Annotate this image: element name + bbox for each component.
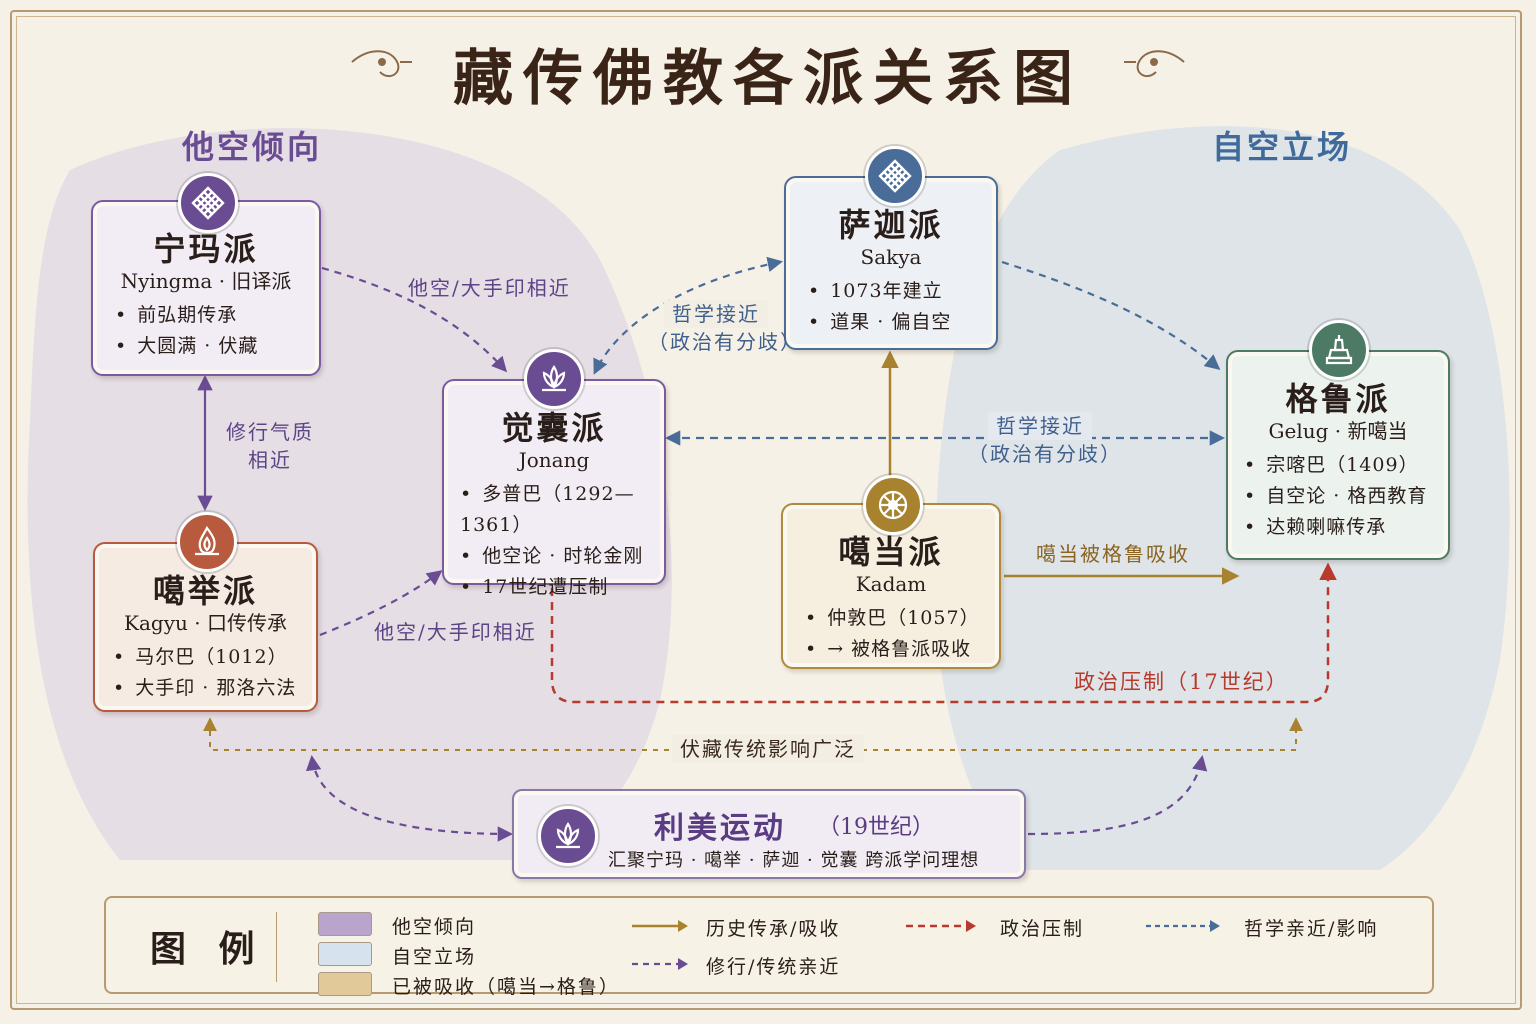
node-kagyu[interactable]: 噶举派 Kagyu · 口传传承 马尔巴（1012） 大手印 · 那洛六法 <box>93 542 318 712</box>
legend-swatch-absorbed <box>318 972 372 996</box>
label-sakya-jonang-note: （政治有分歧） <box>648 330 802 354</box>
gelug-bullet: 宗喀巴（1409） <box>1244 450 1448 481</box>
gelug-en: Gelug · 新噶当 <box>1268 419 1408 443</box>
node-gelug[interactable]: 格鲁派 Gelug · 新噶当 宗喀巴（1409） 自空论 · 格西教育 达赖喇… <box>1226 350 1450 560</box>
kadam-en: Kadam <box>855 572 927 596</box>
title-ornament-right <box>1124 50 1185 78</box>
kagyu-bullet: 大手印 · 那洛六法 <box>113 673 316 704</box>
dharma-wheel-icon <box>863 475 923 535</box>
flame-icon <box>177 512 237 572</box>
edge-rime-left <box>305 754 514 842</box>
kadam-name: 噶当派 <box>838 533 944 571</box>
legend-label-zhentong: 他空倾向 <box>392 916 477 938</box>
stupa-icon <box>1309 320 1369 380</box>
legend-swatch-zhentong <box>318 912 372 936</box>
title-ornament-left <box>351 50 412 78</box>
kagyu-en: Kagyu · 口传传承 <box>124 611 287 635</box>
lotus-icon <box>538 806 598 866</box>
legend-label-practice: 修行/传统亲近 <box>706 956 841 978</box>
node-jonang[interactable]: 觉囊派 Jonang 多普巴（1292—1361） 他空论 · 时轮金刚 17世… <box>442 379 666 598</box>
legend-label-philosophy: 哲学亲近/影响 <box>1244 918 1379 940</box>
legend-label-absorbed: 已被吸收（噶当→格鲁） <box>392 976 620 998</box>
label-gelug-jonang: 哲学接近 <box>988 412 1092 440</box>
sakya-name: 萨迦派 <box>838 206 944 244</box>
sakya-bullet: 道果 · 偏自空 <box>808 307 996 338</box>
label-gelug-jonang-note: （政治有分歧） <box>968 442 1122 466</box>
edge-sakya-jonang <box>593 256 784 375</box>
kagyu-bullet: 马尔巴（1012） <box>113 642 316 673</box>
rime-period: （19世纪） <box>818 815 934 840</box>
rime-title: 利美运动 <box>654 811 786 846</box>
label-suppression: 政治压制（17世纪） <box>1074 670 1289 694</box>
jonang-bullet: 17世纪遭压制 <box>460 572 664 603</box>
node-kadam[interactable]: 噶当派 Kadam 仲敦巴（1057） → 被格鲁派吸收 <box>781 503 1001 669</box>
nyingma-en: Nyingma · 旧译派 <box>120 269 292 293</box>
endless-knot-icon <box>865 146 925 206</box>
legend-line-historical <box>632 920 688 932</box>
jonang-bullet: 多普巴（1292—1361） <box>460 479 664 541</box>
node-rime-movement[interactable]: 利美运动 （19世纪） 汇聚宁玛 · 噶举 · 萨迦 · 觉囊 跨派学问理想 <box>512 789 1026 879</box>
legend-divider <box>276 912 277 982</box>
lotus-icon <box>524 349 584 409</box>
region-label-zhentong: 他空倾向 <box>182 128 323 166</box>
edge-nyingma-jonang <box>321 266 508 373</box>
label-sakya-jonang: 哲学接近 <box>664 300 768 328</box>
nyingma-bullet: 大圆满 · 伏藏 <box>115 331 319 362</box>
edge-sakya-gelug <box>1001 260 1221 370</box>
label-kadam-gelug: 噶当被格鲁吸收 <box>1036 542 1190 566</box>
legend-label-historical: 历史传承/吸收 <box>706 918 841 940</box>
sakya-en: Sakya <box>860 245 922 269</box>
edge-kagyu-jonang <box>319 570 443 637</box>
label-nyingma-jonang: 他空/大手印相近 <box>408 276 571 300</box>
gelug-bullet: 自空论 · 格西教育 <box>1244 481 1448 512</box>
jonang-en: Jonang <box>518 448 590 472</box>
label-kagyu-jonang: 他空/大手印相近 <box>374 620 537 644</box>
region-label-rangtong: 自空立场 <box>1212 128 1353 166</box>
legend-line-political <box>906 920 976 932</box>
legend-line-philosophy <box>1146 920 1220 932</box>
kadam-bullet: → 被格鲁派吸收 <box>805 634 999 665</box>
label-nyingma-kagyu: 修行气质 相近 <box>226 420 314 472</box>
rime-description: 汇聚宁玛 · 噶举 · 萨迦 · 觉囊 跨派学问理想 <box>608 850 980 871</box>
kagyu-name: 噶举派 <box>152 572 258 610</box>
jonang-name: 觉囊派 <box>501 409 607 447</box>
legend-title: 图 例 <box>150 928 265 970</box>
label-terma: 伏藏传统影响广泛 <box>672 735 864 763</box>
nyingma-bullet: 前弘期传承 <box>115 300 319 331</box>
sakya-bullet: 1073年建立 <box>808 276 996 307</box>
rangtong-region <box>934 126 1510 870</box>
edge-rime-right <box>1027 754 1208 836</box>
nyingma-name: 宁玛派 <box>153 230 259 268</box>
legend-swatch-rangtong <box>318 942 372 966</box>
endless-knot-icon <box>178 173 238 233</box>
kadam-bullet: 仲敦巴（1057） <box>805 603 999 634</box>
legend-label-rangtong: 自空立场 <box>392 946 477 968</box>
edge-suppression <box>550 562 1337 704</box>
legend-label-political: 政治压制 <box>1000 918 1085 940</box>
legend-line-practice <box>632 958 688 970</box>
legend: 图 例 他空倾向 自空立场 已被吸收（噶当→格鲁） 历史传承/吸收 修行/传统亲… <box>104 896 1434 998</box>
gelug-name: 格鲁派 <box>1285 380 1391 418</box>
jonang-bullet: 他空论 · 时轮金刚 <box>460 541 664 572</box>
gelug-bullet: 达赖喇嘛传承 <box>1244 512 1448 543</box>
page-title: 藏传佛教各派关系图 <box>453 44 1083 114</box>
